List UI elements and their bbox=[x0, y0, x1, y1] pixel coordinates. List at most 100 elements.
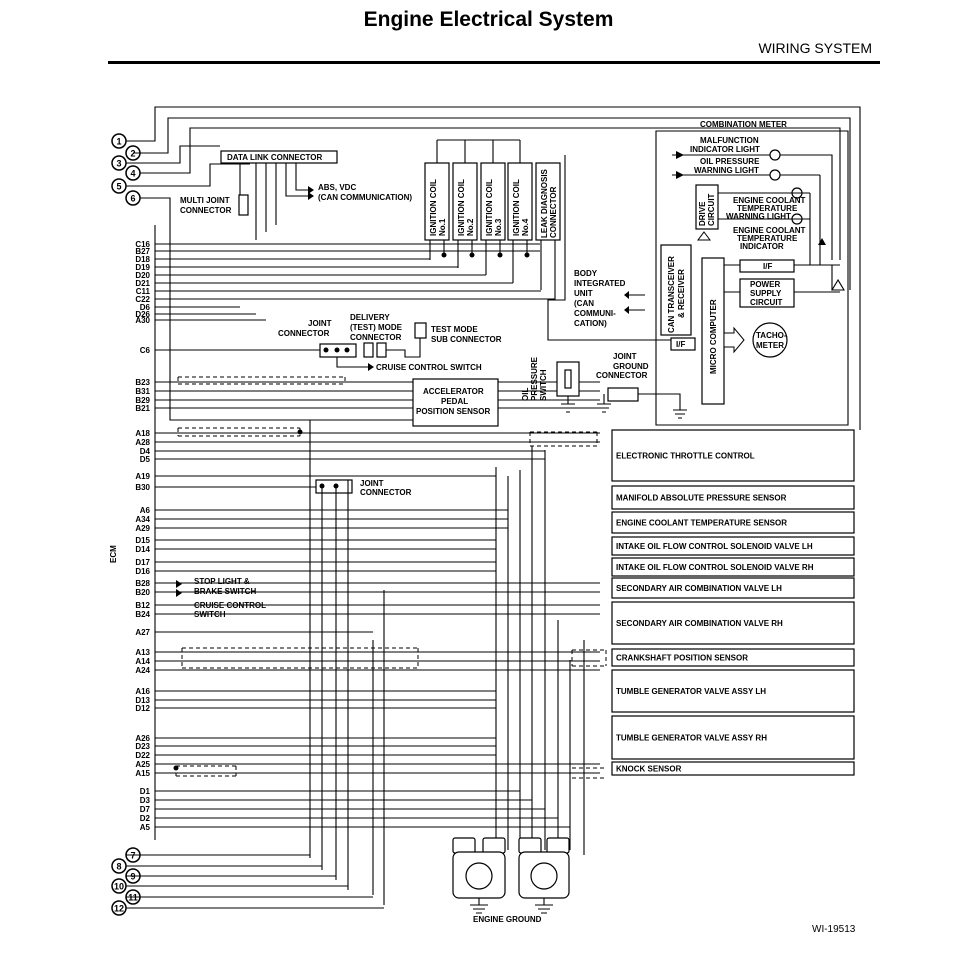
svg-text:CATION): CATION) bbox=[574, 319, 607, 328]
cruise-control-switch-label: CRUISE CONTROL SWITCH bbox=[376, 363, 482, 372]
ecm-pin-label: B24 bbox=[135, 610, 150, 619]
multi-joint-label-1: MULTI JOINT bbox=[180, 196, 230, 205]
sensor-label: INTAKE OIL FLOW CONTROL SOLENOID VALVE R… bbox=[616, 563, 814, 572]
svg-text:I/F: I/F bbox=[763, 262, 772, 271]
ecm-pin-label: A19 bbox=[135, 472, 150, 481]
svg-text:I/F: I/F bbox=[676, 340, 685, 349]
ecm-pin-label: A14 bbox=[135, 657, 150, 666]
svg-text:SWITCH: SWITCH bbox=[194, 610, 226, 619]
ecm-pin-label: A26 bbox=[135, 734, 150, 743]
ecm-pin-label: D16 bbox=[135, 567, 150, 576]
connector-number: 4 bbox=[130, 169, 135, 179]
svg-text:No.4: No.4 bbox=[521, 218, 530, 236]
leak-diagnosis-connector bbox=[535, 162, 561, 241]
sensor-label: MANIFOLD ABSOLUTE PRESSURE SENSOR bbox=[616, 494, 787, 503]
connector-number: 6 bbox=[130, 194, 135, 204]
sensor-label: SECONDARY AIR COMBINATION VALVE LH bbox=[616, 584, 782, 593]
ecm-pin-label: D19 bbox=[135, 263, 150, 272]
svg-text:STOP LIGHT &: STOP LIGHT & bbox=[194, 577, 250, 586]
svg-text:OIL PRESSURE: OIL PRESSURE bbox=[700, 157, 760, 166]
ecm-pin-label: A5 bbox=[140, 823, 151, 832]
svg-text:CONNECTOR: CONNECTOR bbox=[596, 371, 648, 380]
svg-text:POWER: POWER bbox=[750, 280, 780, 289]
svg-text:CONNECTOR: CONNECTOR bbox=[350, 333, 402, 342]
svg-text:COMMUNI-: COMMUNI- bbox=[574, 309, 616, 318]
svg-text:WARNING LIGHT: WARNING LIGHT bbox=[694, 166, 759, 175]
sensor-box bbox=[611, 715, 855, 760]
ecm-pin-label: B30 bbox=[135, 483, 150, 492]
tachometer bbox=[752, 322, 788, 358]
can-transceiver bbox=[660, 244, 692, 336]
svg-text:IGNITION COIL: IGNITION COIL bbox=[457, 179, 466, 236]
data-link-connector bbox=[220, 150, 338, 164]
ecm-pin-label: A24 bbox=[135, 666, 150, 675]
svg-text:SUB CONNECTOR: SUB CONNECTOR bbox=[431, 335, 502, 344]
abs-vdc-label-2: (CAN COMMUNICATION) bbox=[318, 193, 412, 202]
svg-text:CIRCUIT: CIRCUIT bbox=[707, 193, 716, 226]
sensor-box bbox=[611, 648, 855, 667]
svg-text:BRAKE SWITCH: BRAKE SWITCH bbox=[194, 587, 256, 596]
ecm-pin-label: A25 bbox=[135, 760, 150, 769]
sensor-label: SECONDARY AIR COMBINATION VALVE RH bbox=[616, 619, 783, 628]
ecm-pin-label: C22 bbox=[135, 295, 150, 304]
ecm-pin-label: B21 bbox=[135, 404, 150, 413]
power-supply-circuit bbox=[739, 278, 795, 308]
section-title: WIRING SYSTEM bbox=[758, 40, 872, 56]
svg-text:& RECEIVER: & RECEIVER bbox=[677, 269, 686, 318]
svg-text:SWITCH: SWITCH bbox=[539, 369, 548, 401]
svg-text:CAN TRANSCEIVER: CAN TRANSCEIVER bbox=[667, 256, 676, 333]
svg-text:SUPPLY: SUPPLY bbox=[750, 289, 782, 298]
connector-number: 10 bbox=[114, 882, 124, 892]
svg-text:ENGINE COOLANT: ENGINE COOLANT bbox=[733, 226, 806, 235]
ecm-pin-label: D22 bbox=[135, 751, 150, 760]
ecm-pin-label: A15 bbox=[135, 769, 150, 778]
ecm-pin-label: D15 bbox=[135, 536, 150, 545]
ecm-pin-label: B27 bbox=[135, 247, 150, 256]
ecm-pin-label: A16 bbox=[135, 687, 150, 696]
svg-text:DELIVERY: DELIVERY bbox=[350, 313, 390, 322]
ecm-pin-label: C6 bbox=[140, 346, 151, 355]
connector-number: 1 bbox=[116, 137, 121, 147]
ecm-pin-label: D21 bbox=[135, 279, 150, 288]
ecm-pin-label: D4 bbox=[140, 447, 151, 456]
svg-text:WARNING LIGHT: WARNING LIGHT bbox=[726, 212, 791, 221]
svg-text:TEST MODE: TEST MODE bbox=[431, 325, 478, 334]
svg-text:JOINT: JOINT bbox=[360, 479, 384, 488]
ecm-pin-label: D13 bbox=[135, 696, 150, 705]
ecm-pin-label: D17 bbox=[135, 558, 150, 567]
ecm-pin-label: D2 bbox=[140, 814, 151, 823]
svg-text:IGNITION COIL: IGNITION COIL bbox=[485, 179, 494, 236]
svg-text:METER: METER bbox=[756, 341, 784, 350]
ecm-pin-label: B31 bbox=[135, 387, 150, 396]
connector-number: 5 bbox=[116, 182, 121, 192]
sensor-box bbox=[611, 557, 855, 577]
ecm-pin-label: D23 bbox=[135, 742, 150, 751]
svg-text:JOINT: JOINT bbox=[613, 352, 637, 361]
sensor-label: CRANKSHAFT POSITION SENSOR bbox=[616, 654, 748, 663]
ecm-pin-label: A18 bbox=[135, 429, 150, 438]
ecm-pin-label: B23 bbox=[135, 378, 150, 387]
svg-text:CONNECTOR: CONNECTOR bbox=[278, 329, 330, 338]
ecm-pin-label: D14 bbox=[135, 545, 150, 554]
ecm-pin-label: D3 bbox=[140, 796, 151, 805]
sensor-box bbox=[611, 485, 855, 510]
ecm-pin-label: A6 bbox=[140, 506, 151, 515]
sensor-label: ENGINE COOLANT TEMPERATURE SENSOR bbox=[616, 519, 787, 528]
svg-text:INDICATOR LIGHT: INDICATOR LIGHT bbox=[690, 145, 760, 154]
ecm-pin-label: A13 bbox=[135, 648, 150, 657]
sensor-box bbox=[611, 511, 855, 534]
ecm-pin-label: D18 bbox=[135, 255, 150, 264]
connector-number: 3 bbox=[116, 159, 121, 169]
header-rule bbox=[108, 61, 880, 64]
figure-id: WI-19513 bbox=[812, 924, 856, 935]
multi-joint-label-2: CONNECTOR bbox=[180, 206, 232, 215]
test-mode-sub-connector bbox=[414, 322, 427, 339]
svg-text:No.1: No.1 bbox=[438, 218, 447, 236]
svg-text:ENGINE GROUND: ENGINE GROUND bbox=[473, 915, 542, 924]
sensor-label: ELECTRONIC THROTTLE CONTROL bbox=[616, 452, 755, 461]
sensor-box bbox=[611, 761, 855, 776]
svg-text:INTEGRATED: INTEGRATED bbox=[574, 279, 626, 288]
svg-text:CONNECTOR: CONNECTOR bbox=[360, 488, 412, 497]
ecm-pin-label: B12 bbox=[135, 601, 150, 610]
svg-text:(CAN: (CAN bbox=[574, 299, 594, 308]
